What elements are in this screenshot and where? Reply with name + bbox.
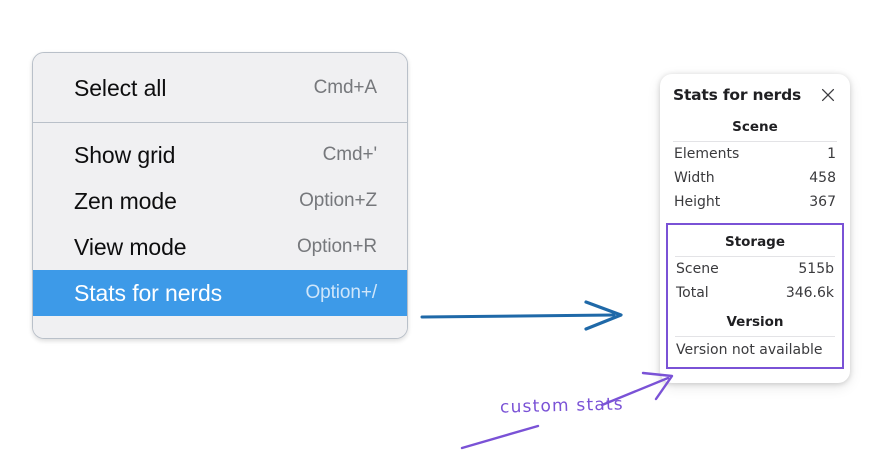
menu-item-show-grid[interactable]: Show grid Cmd+' bbox=[33, 132, 407, 178]
stat-row-elements: Elements 1 bbox=[672, 142, 838, 166]
menu-item-view-mode[interactable]: View mode Option+R bbox=[33, 224, 407, 270]
arrow-up-right-icon bbox=[460, 424, 540, 450]
stats-for-nerds-panel: Stats for nerds Scene Elements 1 Width 4… bbox=[660, 74, 850, 383]
menu-item-label: View mode bbox=[74, 233, 187, 260]
menu-group-2: Show grid Cmd+' Zen mode Option+Z View m… bbox=[33, 123, 407, 338]
stat-row-height: Height 367 bbox=[672, 190, 838, 214]
menu-item-select-all[interactable]: Select all Cmd+A bbox=[33, 65, 407, 111]
section-heading-storage: Storage bbox=[724, 234, 786, 250]
menu-item-shortcut: Cmd+A bbox=[313, 77, 377, 98]
stat-value: 1 bbox=[827, 146, 836, 162]
panel-title: Stats for nerds bbox=[673, 86, 802, 104]
stat-value: 458 bbox=[809, 170, 836, 186]
custom-stats-annotation-label: custom stats bbox=[499, 394, 625, 418]
stat-value: 515b bbox=[798, 261, 834, 277]
stat-label: Elements bbox=[674, 146, 740, 162]
stat-row-storage-scene: Scene 515b bbox=[674, 257, 836, 281]
stats-panel-header: Stats for nerds bbox=[672, 84, 838, 110]
blue-arrow-icon bbox=[420, 300, 623, 331]
divider bbox=[675, 256, 835, 257]
section-heading-scene: Scene bbox=[732, 119, 778, 135]
menu-item-shortcut: Option+Z bbox=[299, 190, 377, 211]
menu-item-shortcut: Option+R bbox=[297, 236, 377, 257]
menu-separator bbox=[33, 122, 407, 123]
menu-item-label: Show grid bbox=[74, 141, 176, 168]
stat-value: 367 bbox=[809, 194, 836, 210]
menu-item-label: Stats for nerds bbox=[74, 279, 223, 306]
divider bbox=[673, 141, 837, 142]
divider bbox=[675, 336, 835, 337]
stat-row-width: Width 458 bbox=[672, 166, 838, 190]
menu-item-zen-mode[interactable]: Zen mode Option+Z bbox=[33, 178, 407, 224]
stat-label: Scene bbox=[676, 261, 719, 277]
close-icon[interactable] bbox=[819, 86, 837, 104]
context-menu[interactable]: Select all Cmd+A Show grid Cmd+' Zen mod… bbox=[32, 52, 408, 339]
stat-value: 346.6k bbox=[785, 285, 834, 301]
menu-item-shortcut: Option+/ bbox=[305, 282, 377, 303]
custom-stats-highlight-box: Storage Scene 515b Total 346.6k Version … bbox=[666, 223, 844, 369]
section-heading-version: Version bbox=[726, 314, 784, 330]
menu-bottom-padding bbox=[33, 316, 407, 338]
version-text: Version not available bbox=[676, 342, 823, 358]
menu-group-1: Select all Cmd+A bbox=[33, 53, 407, 122]
menu-item-stats-for-nerds[interactable]: Stats for nerds Option+/ bbox=[33, 270, 407, 316]
stat-label: Total bbox=[676, 285, 709, 301]
stat-row-storage-total: Total 346.6k bbox=[674, 281, 836, 305]
stat-label: Width bbox=[674, 170, 715, 186]
menu-item-label: Select all bbox=[74, 74, 167, 101]
menu-item-shortcut: Cmd+' bbox=[322, 144, 377, 165]
menu-item-label: Zen mode bbox=[74, 187, 177, 214]
stat-label: Height bbox=[674, 194, 721, 210]
